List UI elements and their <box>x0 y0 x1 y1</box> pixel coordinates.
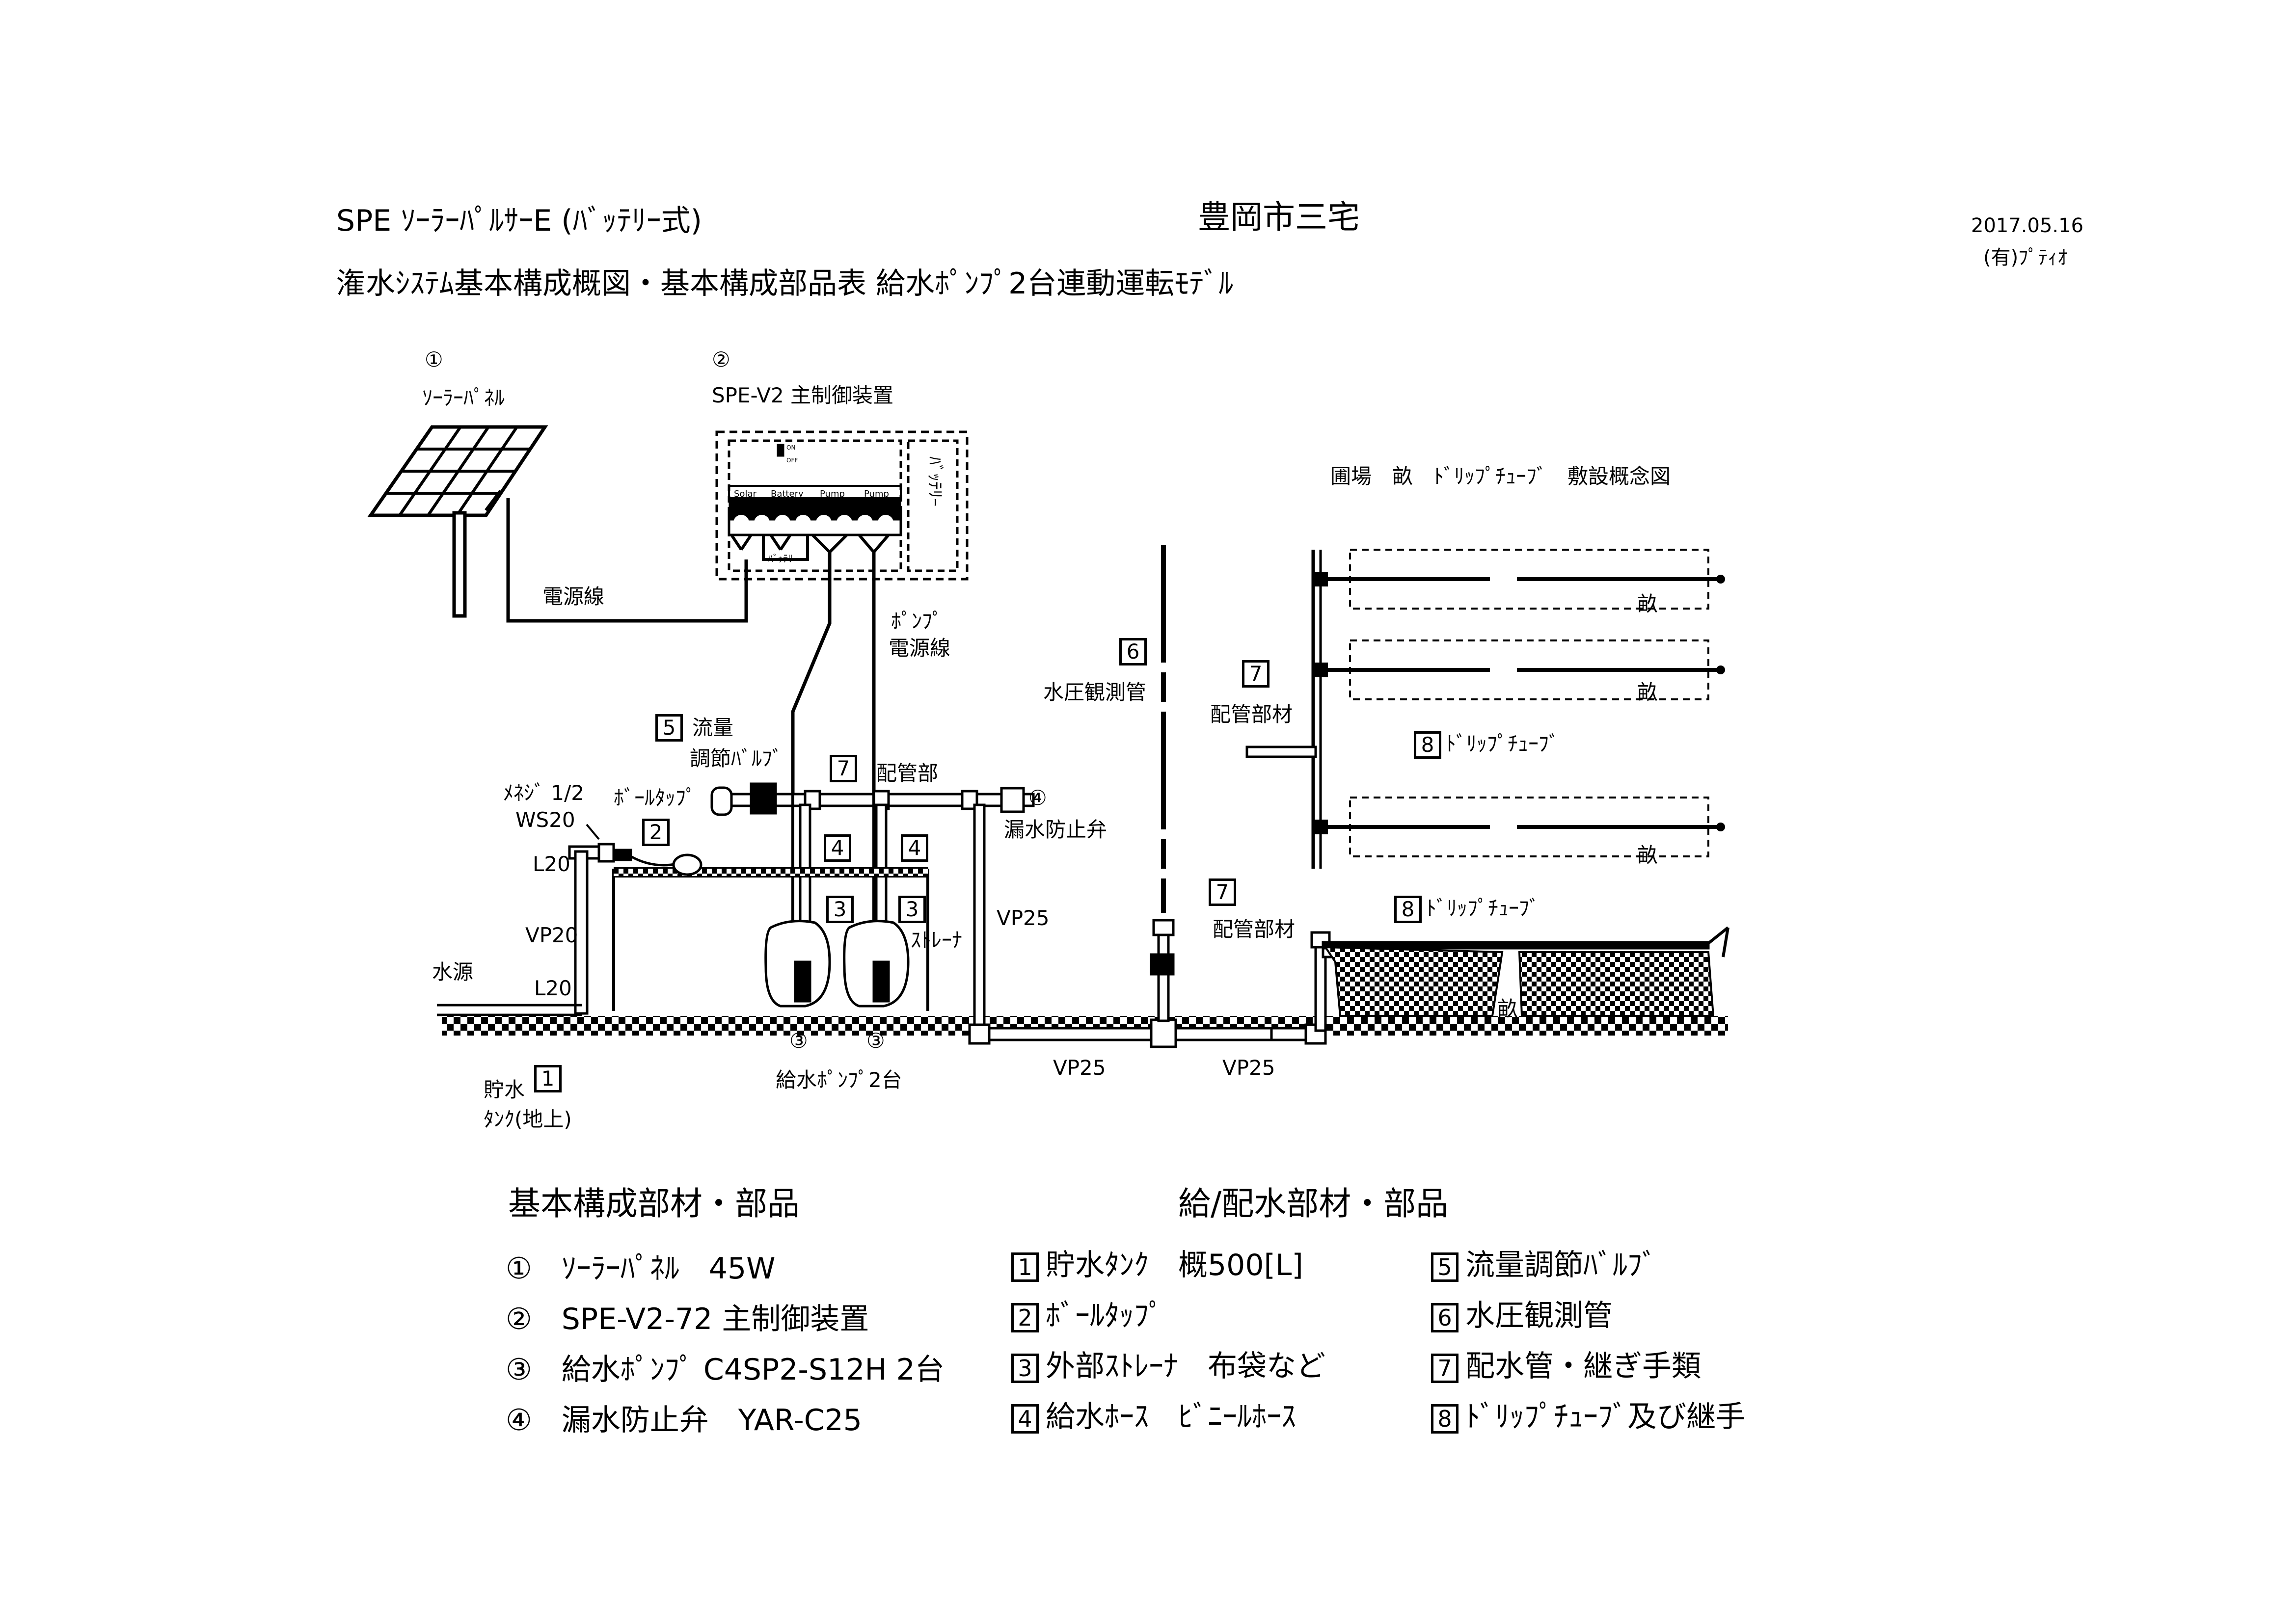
terminal-pump-2: Pump <box>864 489 889 499</box>
ridge-label-3: 畝 <box>1637 843 1658 867</box>
pump-power-label-1: ﾎﾟﾝﾌﾟ <box>891 609 943 633</box>
solar-panel <box>367 425 548 618</box>
solar-label: ｿｰﾗｰﾊﾟﾈﾙ <box>422 386 505 410</box>
pump-cable-1 <box>791 552 832 795</box>
date: 2017.05.16 <box>1971 214 2084 237</box>
distribution-piping <box>968 803 1710 1048</box>
terminal-pump-1: Pump <box>820 489 845 499</box>
piping-label: 配管部 <box>876 761 939 785</box>
parts-left-title: 基本構成部材・部品 <box>508 1185 800 1223</box>
location: 豊岡市三宅 <box>1198 198 1360 236</box>
pump-label: 給水ﾎﾟﾝﾌﾟ2台 <box>776 1068 902 1092</box>
switch-off: OFF <box>786 457 798 464</box>
terminal-battery: Battery <box>771 489 804 499</box>
title-line-2: 潅水ｼｽﾃﾑ基本構成概図・基本構成部品表 給水ﾎﾟﾝﾌﾟ2台連動運転ﾓﾃﾞﾙ <box>336 266 1234 301</box>
ridge-label-2: 畝 <box>1637 680 1658 704</box>
hose-num-1: 4 <box>824 834 851 862</box>
l20-top: L20 <box>533 852 570 876</box>
flow-valve-label-1: 流量 <box>692 716 734 740</box>
fitting-num-1: 7 <box>1242 660 1270 688</box>
ridge-section <box>1324 926 1729 1017</box>
pump-num-1: ③ <box>789 1029 808 1053</box>
tank-label-2: ﾀﾝｸ(地上) <box>484 1107 572 1131</box>
controller-unit <box>715 430 969 581</box>
tank-label-1: 貯水 <box>484 1078 525 1102</box>
power-line-cable <box>506 498 748 623</box>
tank-num: 1 <box>534 1065 562 1092</box>
balltap-num: 2 <box>642 819 670 846</box>
ctrl-num: ② <box>712 347 730 372</box>
part-item: ④ 漏水防止弁 YAR-C25 <box>506 1403 862 1437</box>
field-title: 圃場 畝 ﾄﾞﾘｯﾌﾟﾁｭｰﾌﾞ 敷設概念図 <box>1330 464 1671 488</box>
drip-label-1: ﾄﾞﾘｯﾌﾟﾁｭｰﾌﾞ <box>1446 732 1560 756</box>
check-valve-num: ④ <box>1028 786 1047 810</box>
pump-strainers <box>764 920 910 1008</box>
drip-num-2: 8 <box>1394 896 1422 923</box>
company: (有)ﾌﾟﾃｨｵ <box>1983 246 2068 269</box>
flow-valve-num: 5 <box>655 714 683 742</box>
water-source-label: 水源 <box>432 960 474 984</box>
balltap-label: ﾎﾞｰﾙﾀｯﾌﾟ <box>614 786 697 810</box>
parts-right-title: 給/配水部材・部品 <box>1178 1185 1449 1223</box>
pressure-label: 水圧観測管 <box>1043 680 1147 704</box>
title-line-1: SPE ｿｰﾗｰﾊﾟﾙｻｰE (ﾊﾞｯﾃﾘｰ式) <box>336 204 702 238</box>
vp20-label: VP20 <box>525 923 578 947</box>
battery-box-label: ﾊﾞｯﾃﾘｰ <box>925 456 945 506</box>
hose-num-2: 4 <box>901 834 928 862</box>
power-line-label: 電源線 <box>542 585 605 609</box>
strainer-num-1: 3 <box>826 896 854 923</box>
battery-small-label: ﾊﾞｯﾃﾘｰ <box>768 553 798 564</box>
water-source-pipe <box>437 1004 582 1016</box>
strainer-label: ｽﾄﾚｰﾅ <box>911 928 963 952</box>
inlet-piping <box>568 824 702 1015</box>
l20-bottom: L20 <box>534 976 572 1000</box>
vp25-label-riser: VP25 <box>997 906 1050 930</box>
ridge-label-4: 畝 <box>1497 997 1518 1021</box>
switch-on: ON <box>786 444 796 451</box>
field-plan <box>1245 549 1725 869</box>
check-valve-label: 漏水防止弁 <box>1004 818 1107 842</box>
part-item: ③ 給水ﾎﾟﾝﾌﾟ C4SP2-S12H 2台 <box>506 1353 945 1387</box>
vp25-label-1: VP25 <box>1053 1056 1106 1080</box>
piping-num: 7 <box>830 755 857 782</box>
pump-num-2: ③ <box>866 1029 885 1053</box>
ctrl-label: SPE-V2 主制御装置 <box>712 383 894 407</box>
strainer-num-2: 3 <box>898 896 926 923</box>
solar-num: ① <box>425 347 443 372</box>
drip-num-1: 8 <box>1414 731 1441 759</box>
fitting-num-2: 7 <box>1209 878 1236 906</box>
flow-valve-label-2: 調節ﾊﾞﾙﾌﾞ <box>690 746 783 771</box>
vp25-label-2: VP25 <box>1222 1056 1275 1080</box>
meneji-label: ﾒﾈｼﾞ 1/2 <box>503 781 584 805</box>
pump-power-label-2: 電源線 <box>889 636 951 660</box>
fitting-label-2: 配管部材 <box>1213 917 1296 941</box>
part-item: ① ｿｰﾗｰﾊﾟﾈﾙ 45W <box>506 1251 776 1286</box>
fitting-label-1: 配管部材 <box>1210 702 1293 726</box>
pressure-num: 6 <box>1119 638 1147 665</box>
part-item: ② SPE-V2-72 主制御装置 <box>506 1302 869 1336</box>
ws20-label: WS20 <box>515 808 575 832</box>
terminal-solar: Solar <box>734 489 756 499</box>
header-pipe <box>710 782 1035 816</box>
drip-label-2: ﾄﾞﾘｯﾌﾟﾁｭｰﾌﾞ <box>1426 896 1540 920</box>
ridge-label-1: 畝 <box>1637 592 1658 616</box>
